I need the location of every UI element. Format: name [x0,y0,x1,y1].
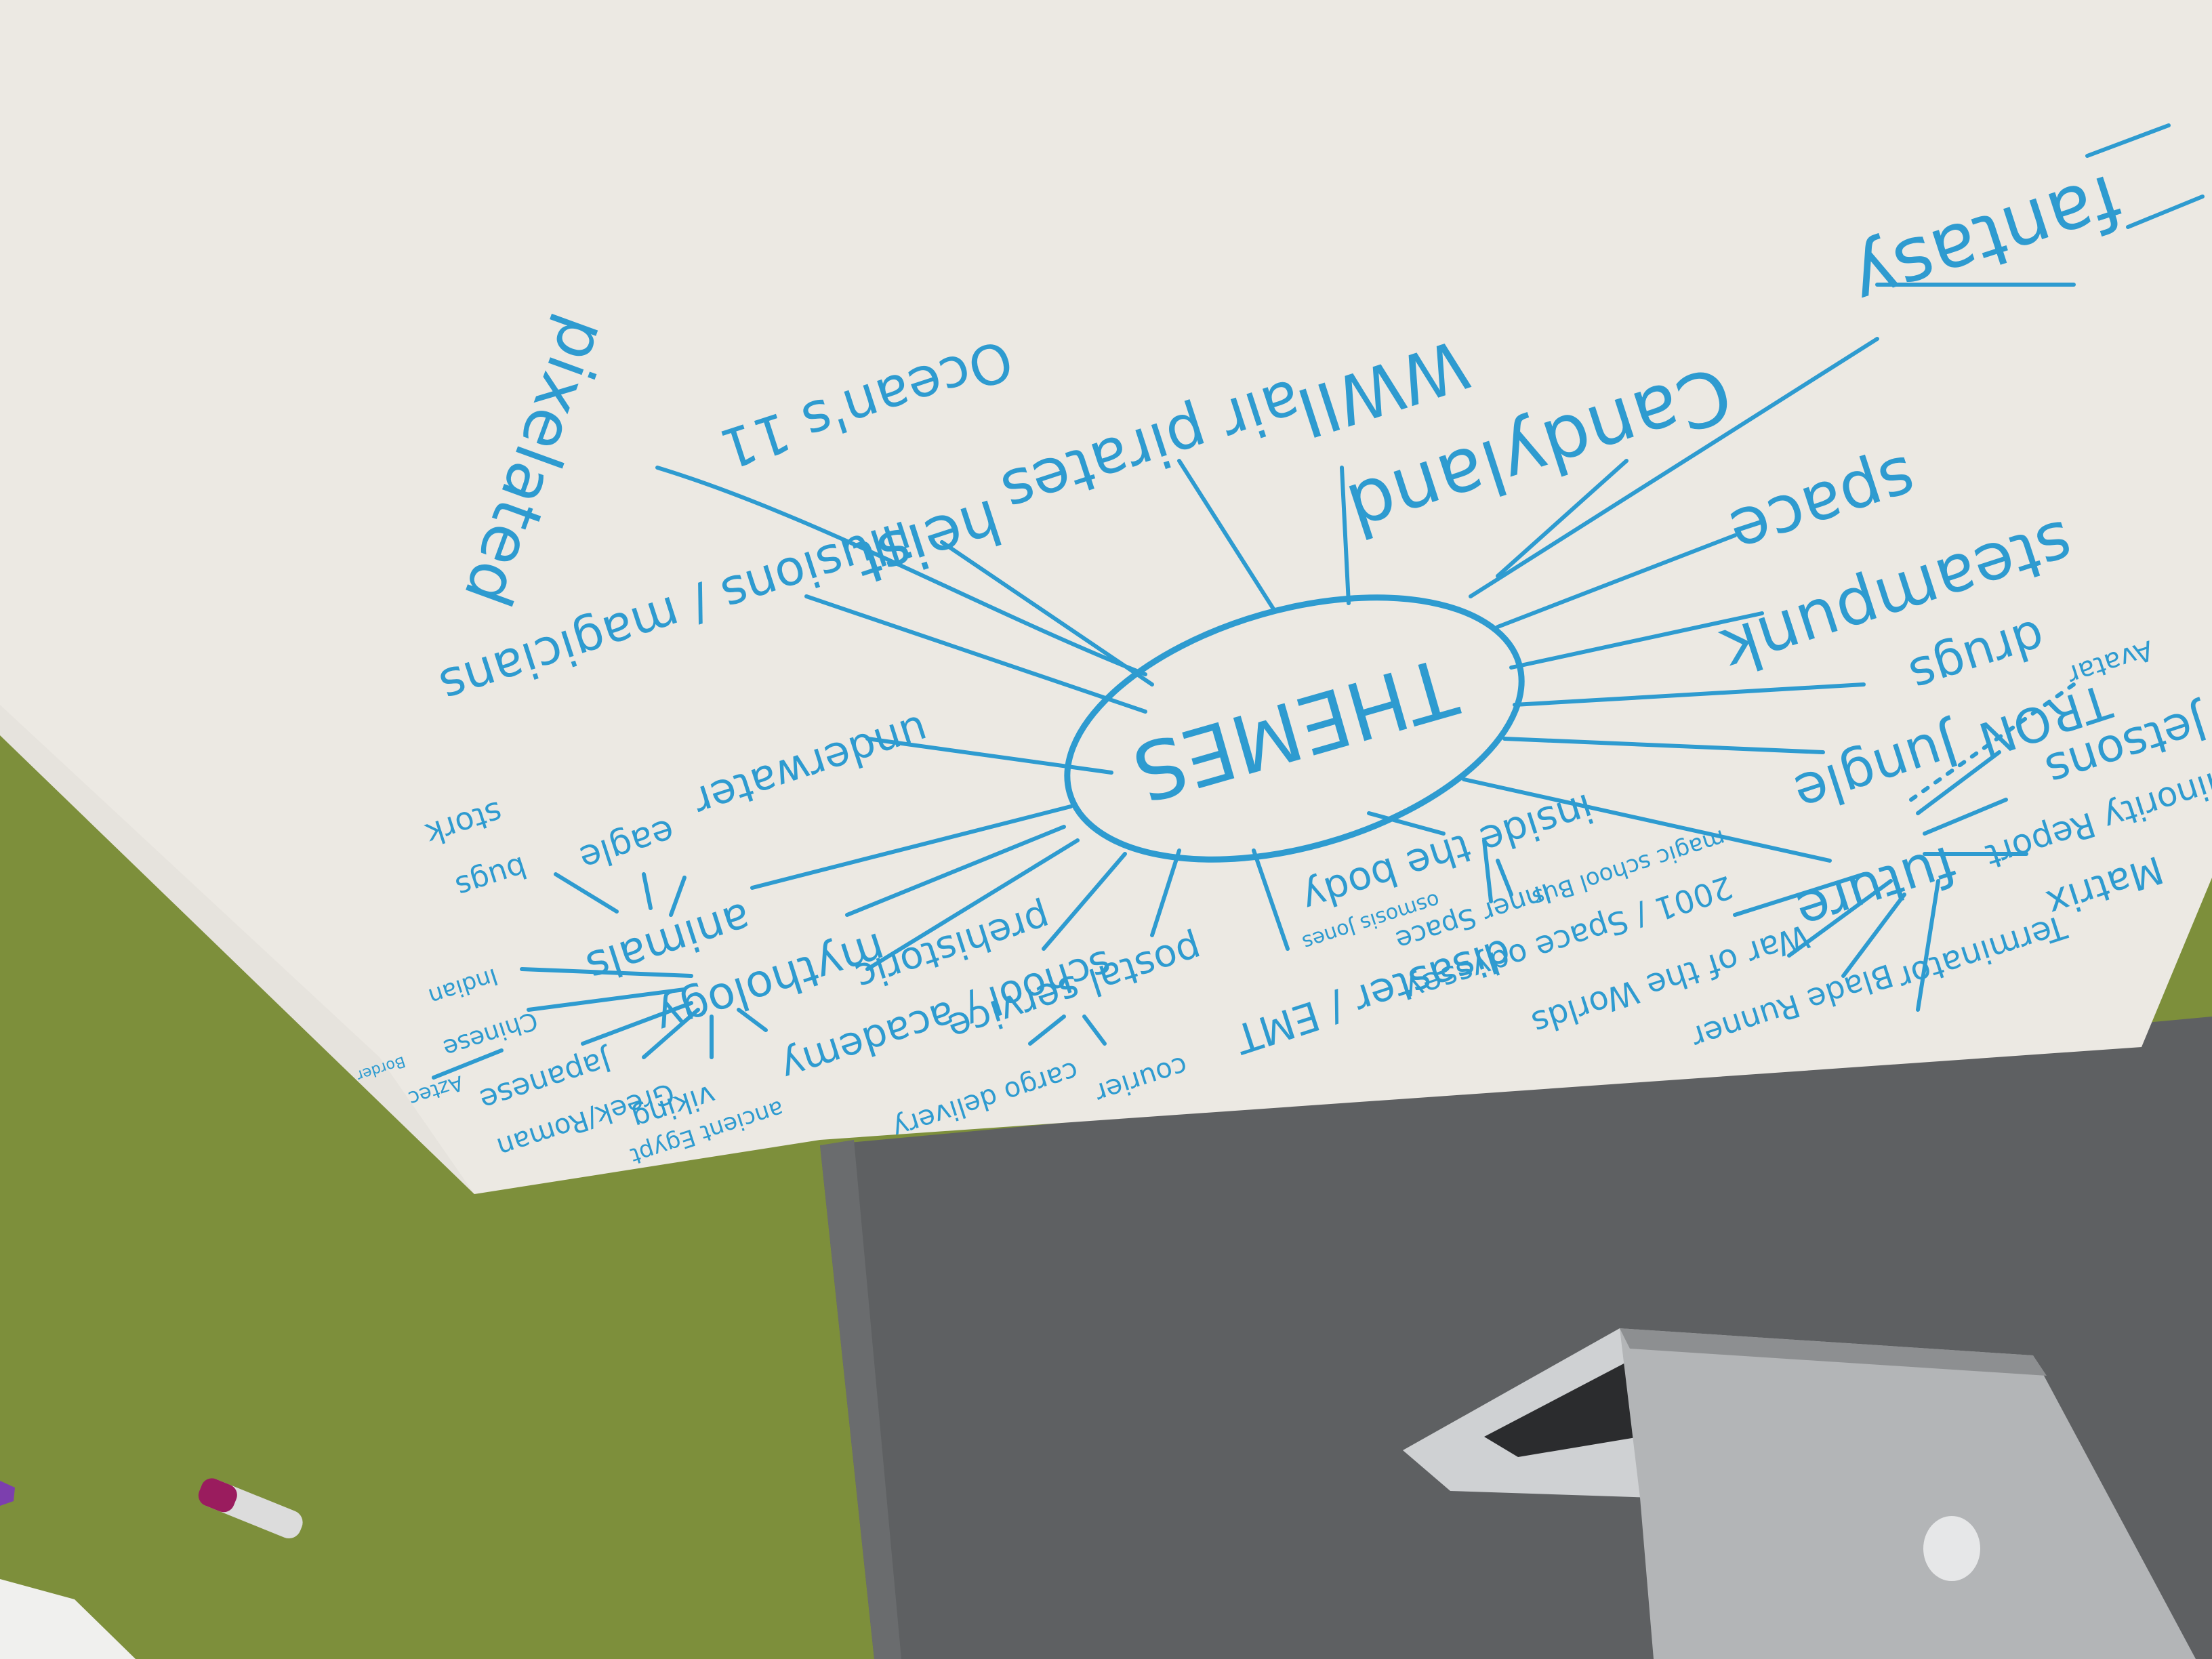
apple-logo-icon [1923,1516,1980,1581]
laptop [1403,1328,2196,1659]
purple-pen-icon [0,1481,15,1506]
center-ellipse [1064,594,1525,863]
paper-corner [0,1579,136,1659]
branch-lines [432,123,2205,1080]
poster-paper [0,0,2212,1194]
lip-balm [198,1478,303,1539]
